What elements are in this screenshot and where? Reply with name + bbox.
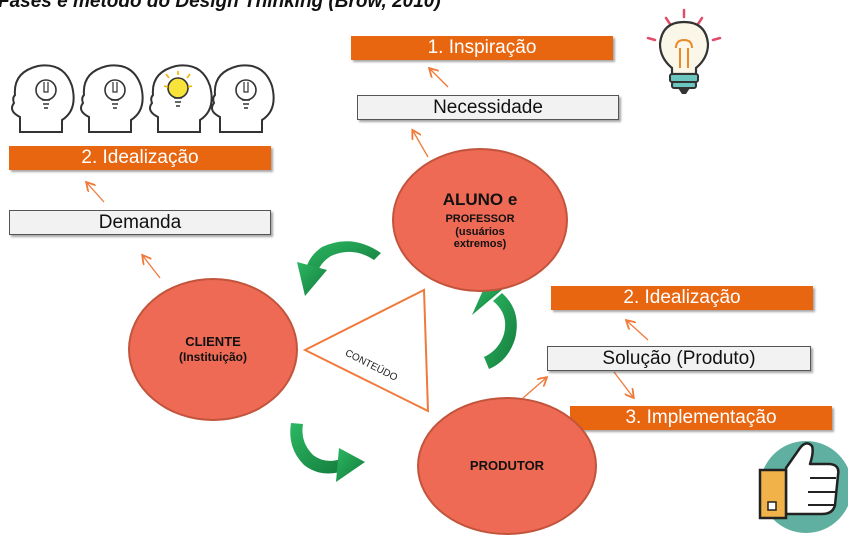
node-aluno-line4: extremos): [453, 238, 507, 250]
head-idea-lit-icon: [149, 64, 213, 133]
stage-inspiracao-bar: 1. Inspiração: [351, 36, 613, 60]
arrow-solucao-to-implementacao: [613, 371, 633, 397]
solucao-box: Solução (Produto): [547, 346, 811, 371]
node-cliente: CLIENTE (Instituição): [128, 278, 298, 421]
lightbulb-icon: [646, 8, 722, 94]
cycle-arrow-bottom: [290, 423, 365, 482]
node-produtor: PRODUTOR: [417, 397, 597, 535]
triangle-shape: [302, 288, 430, 413]
head-idea-icon: [80, 64, 144, 133]
arrow-cliente-to-demanda: [143, 256, 161, 279]
node-aluno-line2: PROFESSOR: [445, 213, 515, 225]
arrow-aluno-to-necessidade: [413, 131, 429, 158]
node-cliente-line1: CLIENTE: [185, 334, 241, 349]
node-aluno-line3: (usuários: [455, 226, 505, 238]
stage-idealizacao-left-bar: 2. Idealização: [9, 146, 271, 170]
necessidade-box: Necessidade: [357, 95, 619, 120]
stage-implementacao-bar: 3. Implementação: [570, 406, 832, 430]
head-idea-icon: [211, 64, 275, 133]
arrow-necessidade-to-inspiracao: [430, 69, 449, 88]
cycle-arrow-top: [297, 241, 381, 296]
arrow-produtor-to-solucao: [522, 378, 546, 399]
cycle-arrow-right: [472, 288, 517, 369]
arrow-solucao-to-idealizacao: [627, 321, 649, 341]
node-cliente-line2: (Instituição): [179, 350, 247, 364]
arrow-demanda-to-idealizacao: [87, 183, 105, 203]
node-produtor-line1: PRODUTOR: [469, 458, 545, 473]
diagram-title: Fases e método do Design Thinking (Brow,…: [0, 0, 441, 12]
head-idea-icon: [11, 64, 75, 133]
demanda-box: Demanda: [9, 210, 271, 235]
node-aluno-line1: ALUNO e: [442, 190, 518, 209]
node-aluno-professor: ALUNO e PROFESSOR (usuários extremos): [392, 148, 568, 292]
stage-idealizacao-right-bar: 2. Idealização: [551, 286, 813, 310]
thumbs-up-icon: [758, 441, 848, 533]
